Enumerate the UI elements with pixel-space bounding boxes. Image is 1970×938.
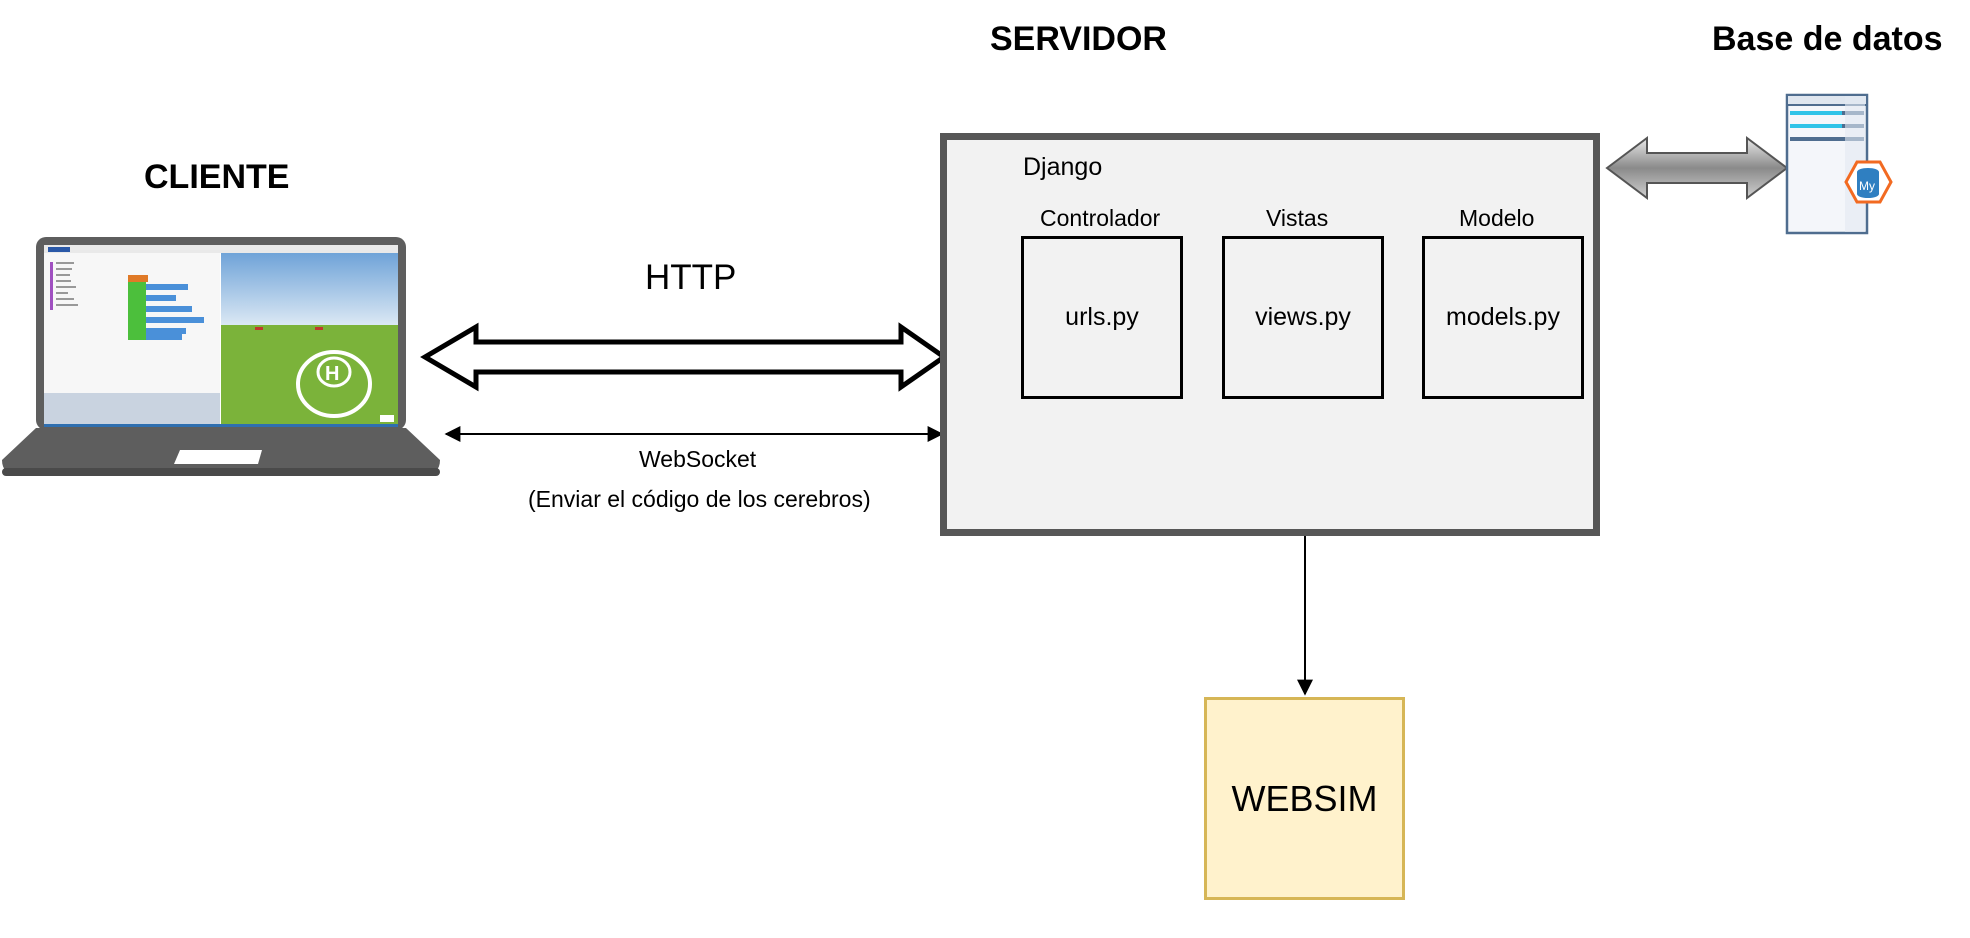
views-module-box: views.py: [1222, 236, 1384, 399]
server-heading: SERVIDOR: [990, 20, 1167, 58]
mysql-icon: My: [1844, 160, 1893, 204]
websim-box: WEBSIM: [1204, 697, 1405, 900]
models-file-label: models.py: [1446, 303, 1560, 331]
code-blocks-icon: [50, 262, 204, 340]
models-module-box: models.py: [1422, 236, 1584, 399]
websocket-label: WebSocket: [639, 446, 757, 472]
urls-file-label: urls.py: [1065, 303, 1139, 331]
websocket-note: (Enviar el código de los cerebros): [528, 486, 871, 512]
svg-text:H: H: [325, 363, 339, 385]
views-title: Vistas: [1266, 205, 1329, 231]
model-title: Modelo: [1459, 205, 1535, 231]
svg-text:My: My: [1859, 179, 1875, 193]
urls-module-box: urls.py: [1021, 236, 1183, 399]
database-heading: Base de datos: [1712, 20, 1943, 58]
database-arrow: [1605, 136, 1789, 200]
websim-label: WEBSIM: [1231, 777, 1378, 819]
views-file-label: views.py: [1255, 303, 1351, 331]
http-label: HTTP: [645, 258, 737, 297]
simulator-view-icon: H: [221, 253, 398, 425]
client-heading: CLIENTE: [144, 158, 290, 196]
http-arrow: [420, 322, 949, 392]
controller-title: Controlador: [1040, 205, 1161, 231]
laptop-icon: H: [2, 237, 440, 476]
django-label: Django: [1023, 153, 1103, 181]
